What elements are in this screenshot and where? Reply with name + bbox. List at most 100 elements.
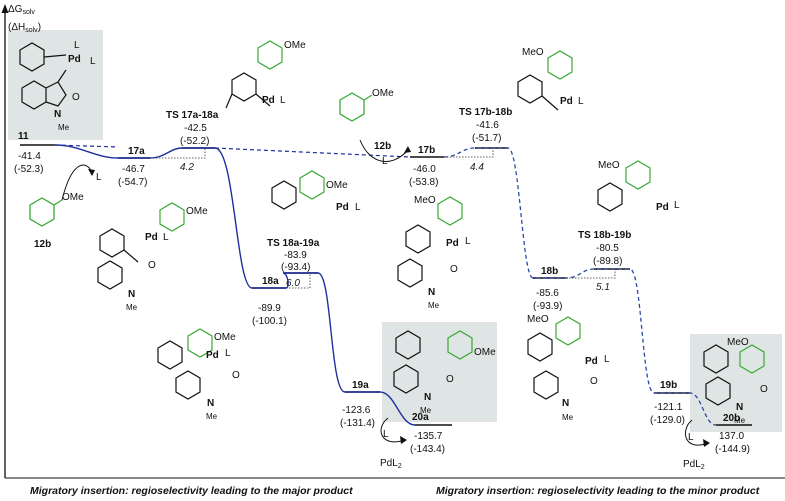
axis-dh-label: (ΔHsolv) [8, 22, 41, 34]
pd-label-ts18b: Pd [656, 202, 669, 213]
arrow-heads [88, 146, 710, 447]
label-17b-h: (-53.8) [409, 177, 438, 188]
label-17b-g: -46.0 [413, 164, 436, 175]
reagent-l-4: L [688, 432, 694, 443]
label-20b-h: (-144.9) [715, 444, 750, 455]
pd-label-11: Pd [68, 54, 81, 65]
o-label-11: O [72, 92, 80, 103]
caption-major: Migratory insertion: regioselectivity le… [30, 485, 353, 497]
ome-label-20a: OMe [474, 347, 496, 358]
anisole-12b-top [339, 92, 373, 122]
label-ts18b19b-name: TS 18b-19b [578, 230, 631, 241]
label-ts17b18b-g: -41.6 [476, 120, 499, 131]
reagent-pdl2-b: PdL2 [683, 459, 705, 471]
structure-ts18a19a [271, 170, 325, 210]
species-labels: 11 -41.4 (-52.3) 17a -46.7 (-54.7) 4.2 T… [14, 107, 750, 455]
label-18a-h: (-100.1) [252, 316, 287, 327]
l-label-ts18b: L [674, 200, 680, 211]
label-ts17b18b-h: (-51.7) [472, 133, 501, 144]
me-label-17b: Me [428, 301, 440, 310]
reagent-12b-2: 12b [374, 141, 391, 152]
pd-label-17a: Pd [145, 232, 158, 243]
meo-label-17b: MeO [414, 195, 436, 206]
o-label-18b: O [590, 376, 598, 387]
o-label-18a: O [232, 370, 240, 381]
label-20b-name: 20b [723, 413, 740, 424]
l-label-11b: L [90, 56, 96, 67]
label-17b-barrier: 4.4 [470, 162, 484, 173]
n-label-18b: N [562, 398, 569, 409]
structure-11 [19, 42, 67, 110]
arrow-12b-addition [359, 139, 409, 162]
meo-label-20b: MeO [727, 337, 749, 348]
label-17a-barrier: 4.2 [180, 162, 194, 173]
meo-label-ts18b: MeO [598, 160, 620, 171]
anisole-12b-left [29, 197, 63, 227]
reagent-arrows [61, 139, 709, 446]
o-label-17a: O [148, 260, 156, 271]
reagent-labels: L 12b 12b L L PdL2 L PdL2 [34, 141, 705, 471]
meo-label-ts17b: MeO [522, 47, 544, 58]
me-label-11: Me [58, 123, 70, 132]
label-19a-h: (-131.4) [340, 418, 375, 429]
l-label-ts18a: L [355, 202, 361, 213]
n-label-20b: N [736, 402, 743, 413]
l-label-17b: L [465, 236, 471, 247]
arrow-l-release-17a [61, 164, 93, 201]
label-17a-g: -46.7 [122, 164, 145, 175]
structure-20a [393, 330, 473, 394]
reagent-l-2: L [382, 156, 388, 167]
structure-box-11 [8, 30, 103, 140]
label-18a-barrier: 6.0 [286, 278, 300, 289]
me-label-18a: Me [206, 412, 218, 421]
me-label-20b: Me [734, 416, 746, 425]
ome-label-18a: OMe [214, 332, 236, 343]
pd-label-18a: Pd [206, 350, 219, 361]
n-label-17b: N [428, 287, 435, 298]
arrow-l-release-20a [380, 417, 406, 443]
l-label-11a: L [74, 40, 80, 51]
axis-dg-label: ΔGsolv [8, 4, 35, 16]
structure-ts18b19b [597, 160, 651, 212]
structure-ts17a18a [225, 40, 283, 109]
label-20a-g: -135.7 [414, 431, 443, 442]
label-17a-h: (-54.7) [118, 177, 147, 188]
dashed-connector-11-17b [54, 144, 411, 158]
pd-label-17b: Pd [446, 238, 459, 249]
label-ts18a19a-name: TS 18a-19a [267, 238, 320, 249]
label-18b-h: (-93.9) [533, 301, 562, 312]
structure-18b-complex [527, 316, 581, 400]
label-18a-g: -89.9 [258, 303, 281, 314]
label-18b-name: 18b [541, 266, 558, 277]
label-17a-name: 17a [128, 146, 145, 157]
reagent-12b-1: 12b [34, 239, 51, 250]
label-19a-name: 19a [352, 380, 369, 391]
label-ts18a19a-g: -83.9 [284, 250, 307, 261]
pd-label-ts17b: Pd [560, 96, 573, 107]
label-ts17a18a-name: TS 17a-18a [166, 110, 219, 121]
label-19b-h: (-129.0) [650, 415, 685, 426]
label-19b-name: 19b [660, 380, 677, 391]
label-18a-name: 18a [262, 276, 279, 287]
structure-box-20a [382, 322, 497, 422]
ome-label-ts17a: OMe [284, 40, 306, 51]
label-20b-g: 137.0 [719, 431, 744, 442]
reagent-l-1: L [96, 172, 102, 183]
label-17b-name: 17b [418, 145, 435, 156]
label-ts17a18a-h: (-52.2) [180, 136, 209, 147]
minor-pathway-curve [443, 147, 717, 426]
reagent-l-3: L [383, 429, 389, 440]
label-19b-g: -121.1 [654, 402, 683, 413]
structure-17b-complex [397, 196, 463, 288]
ome-label-12b-top: OMe [372, 88, 394, 99]
label-11-h: (-52.3) [14, 164, 43, 175]
structure-18a-complex [157, 328, 213, 400]
structure-ts17b18b [517, 50, 573, 111]
label-ts17a18a-g: -42.5 [184, 123, 207, 134]
arrow-l-release-20b [684, 419, 709, 446]
o-label-17b: O [450, 264, 458, 275]
barrier-markers [150, 148, 616, 289]
l-label-18a: L [225, 348, 231, 359]
label-ts18a19a-h: (-93.4) [281, 262, 310, 273]
